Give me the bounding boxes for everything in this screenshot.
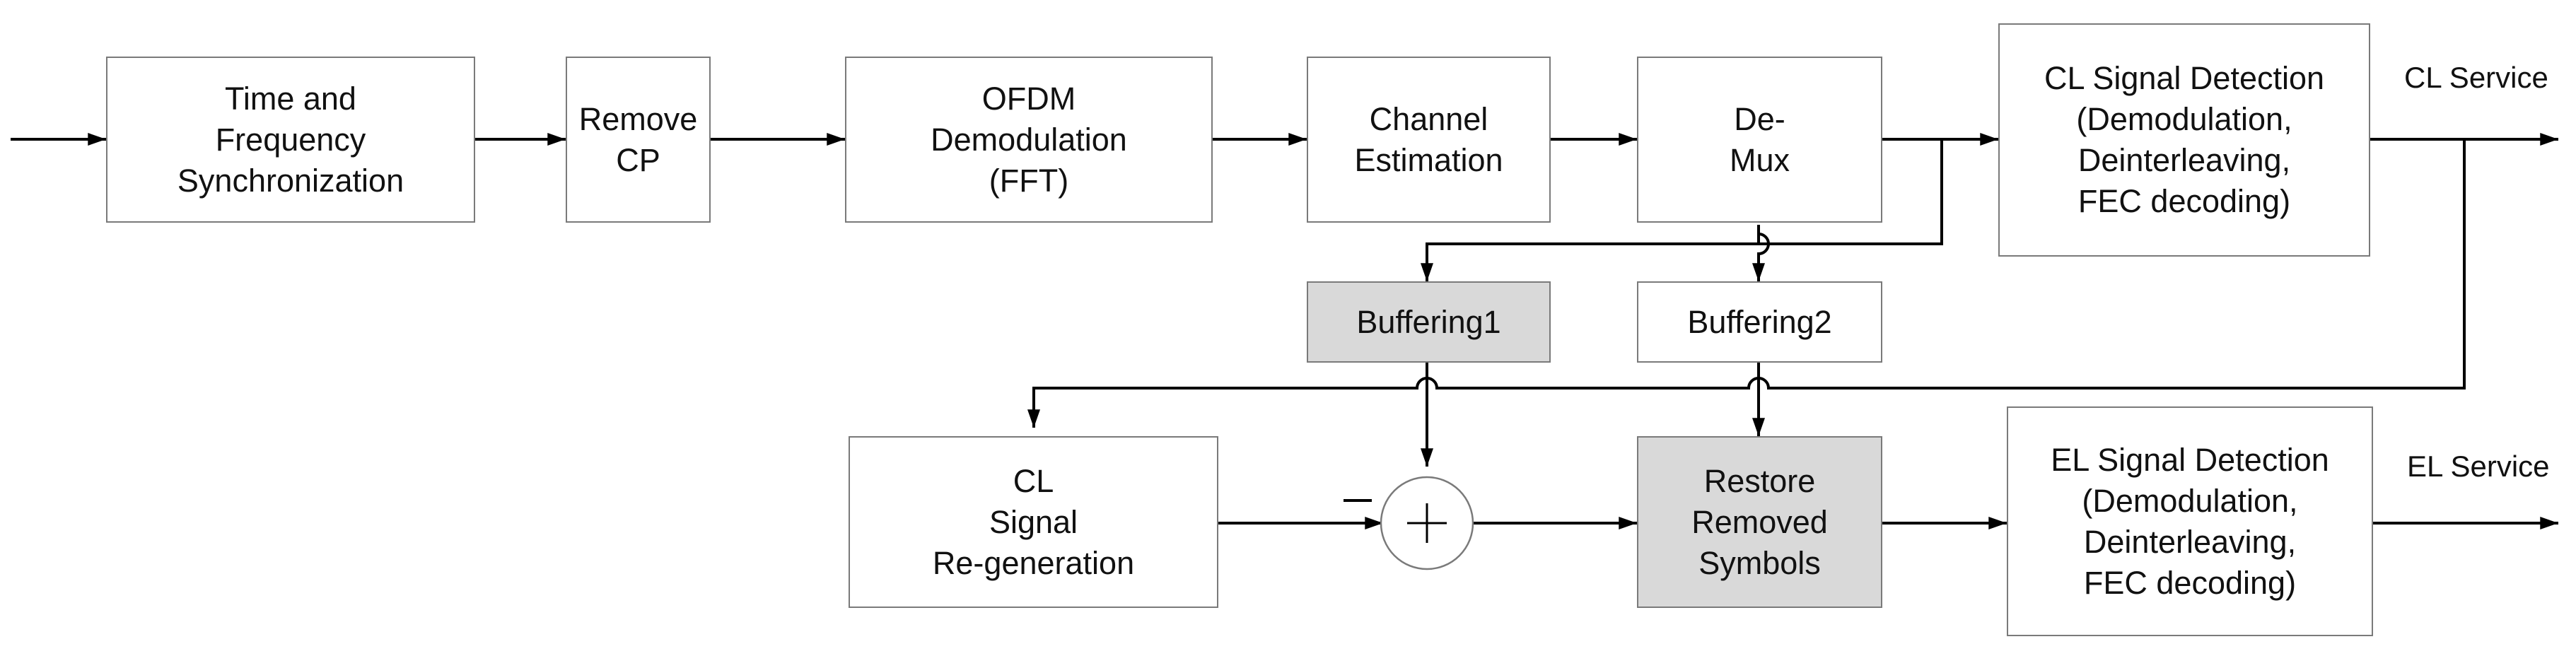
line-demux-branch [1421, 139, 1943, 282]
block-restore-removed-symbols: Restore Removed Symbols [1637, 436, 1882, 608]
block-buffering1: Buffering1 [1307, 281, 1551, 363]
line-demux-to-buf2 [1752, 225, 1770, 282]
label-cl-service: CL Service [2404, 61, 2548, 94]
block-channel-estimation-text: Channel Estimation [1354, 100, 1503, 178]
block-cl-signal-regeneration-text: CL Signal Re-generation [932, 462, 1135, 581]
block-cl-signal-regeneration: CL Signal Re-generation [849, 436, 1218, 608]
block-channel-estimation: Channel Estimation [1307, 57, 1551, 223]
block-ofdm-demodulation-text: OFDM Demodulation (FFT) [931, 80, 1127, 199]
block-el-signal-detection: EL Signal Detection (Demodulation, Deint… [2007, 406, 2373, 636]
block-restore-removed-symbols-text: Restore Removed Symbols [1691, 462, 1828, 581]
block-cl-signal-detection-text: CL Signal Detection (Demodulation, Deint… [2044, 60, 2325, 219]
label-el-service: EL Service [2407, 450, 2550, 483]
block-el-signal-detection-text: EL Signal Detection (Demodulation, Deint… [2051, 441, 2329, 601]
block-demux: De- Mux [1637, 57, 1882, 223]
block-remove-cp: Remove CP [566, 57, 711, 223]
block-buffering1-text: Buffering1 [1356, 303, 1501, 340]
block-buffering2-text: Buffering2 [1687, 303, 1832, 340]
block-ofdm-demodulation: OFDM Demodulation (FFT) [845, 57, 1213, 223]
block-time-freq-sync: Time and Frequency Synchronization [106, 57, 475, 223]
block-cl-signal-detection: CL Signal Detection (Demodulation, Deint… [1998, 23, 2370, 257]
line-cl-feedback [1027, 139, 2466, 428]
block-demux-text: De- Mux [1729, 100, 1790, 178]
block-remove-cp-text: Remove CP [578, 100, 698, 178]
block-time-freq-sync-text: Time and Frequency Synchronization [177, 80, 404, 199]
block-buffering2: Buffering2 [1637, 281, 1882, 363]
